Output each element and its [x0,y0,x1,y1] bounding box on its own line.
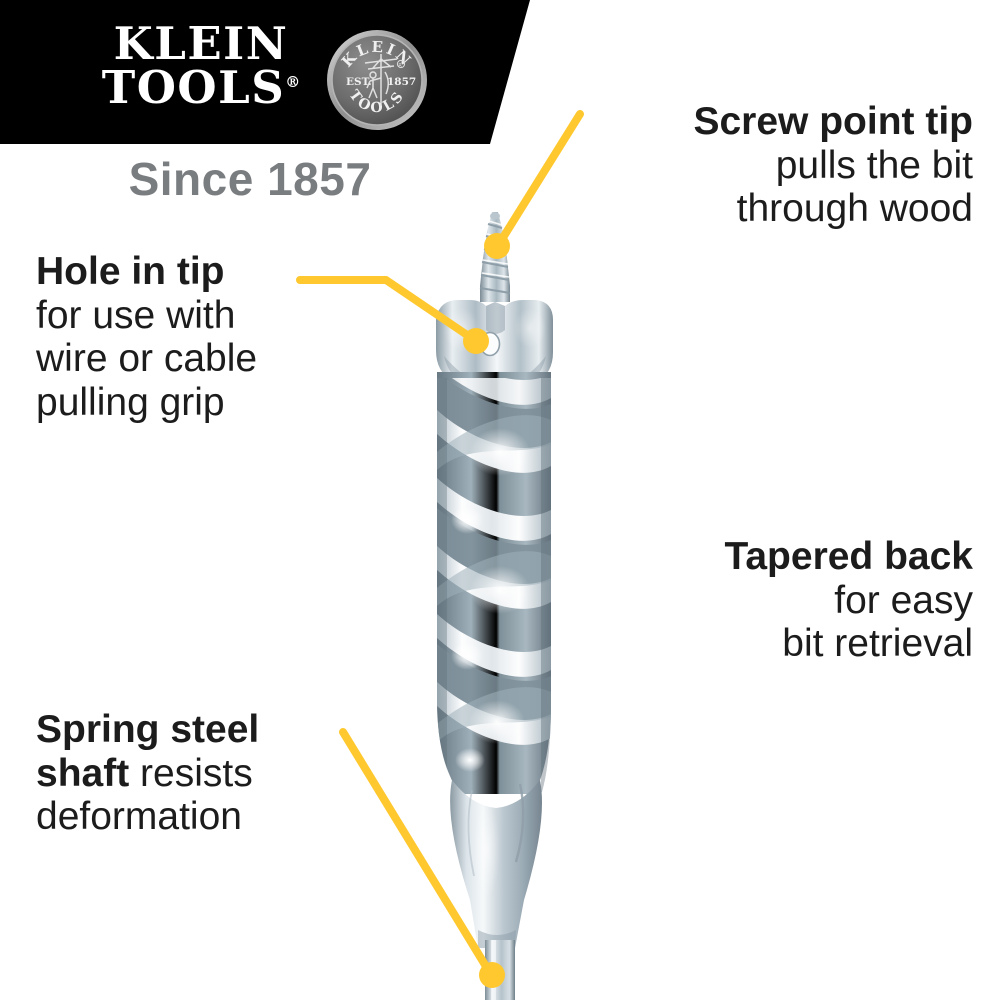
brand-tagline: Since 1857 [128,153,372,205]
callout-spring-steel-shaft-line1: Spring steel [36,708,260,751]
callout-hole-in-tip: Hole in tip for use with wire or cable p… [36,250,366,425]
callout-tapered-back-line3: bit retrieval [782,622,973,666]
callout-hole-in-tip-title: Hole in tip [36,250,225,293]
callout-hole-in-tip-line4: pulling grip [36,381,225,425]
callout-screw-point-tip-title: Screw point tip [693,100,973,143]
brand-header-banner [0,0,530,144]
callout-tapered-back: Tapered back for easy bit retrieval [573,535,973,666]
callout-screw-point-tip-line3: through wood [736,187,973,231]
leader-spring-steel-shaft [339,728,505,988]
svg-text:R: R [398,63,402,69]
tapered-back-part [450,780,542,948]
callout-spring-steel-shaft: Spring steel shaft resists deformation [36,708,396,839]
seal-left-text: EST. [346,76,372,88]
klein-tools-wordmark: KLEIN TOOLS® [76,17,326,115]
callout-spring-steel-shaft-line2: shaft resists [36,751,253,795]
callout-screw-point-tip: Screw point tip pulls the bit through wo… [543,100,973,231]
callout-hole-in-tip-line2: for use with [36,293,236,337]
callout-tapered-back-title: Tapered back [724,535,973,578]
wordmark-line-1: KLEIN [113,17,289,70]
leader-screw-point-tip [484,110,584,259]
leader-lines [296,110,584,988]
callout-hole-in-tip-line3: wire or cable [36,337,258,381]
seal-right-text: 1857 [387,76,416,88]
registered-trademark-icon: ® [285,73,301,92]
wordmark-line-2: TOOLS® [101,61,301,115]
leader-hole-in-tip [296,276,489,354]
callout-spring-steel-shaft-line3: deformation [36,795,242,839]
seal-lineman-illustration [364,54,398,106]
klein-tools-seal-logo: KLEIN TOOLS EST. 1857 R [327,30,427,130]
callout-tapered-back-line2: for easy [834,578,973,622]
helical-flute-part [437,372,551,794]
callout-screw-point-tip-line2: pulls the bit [775,143,973,187]
